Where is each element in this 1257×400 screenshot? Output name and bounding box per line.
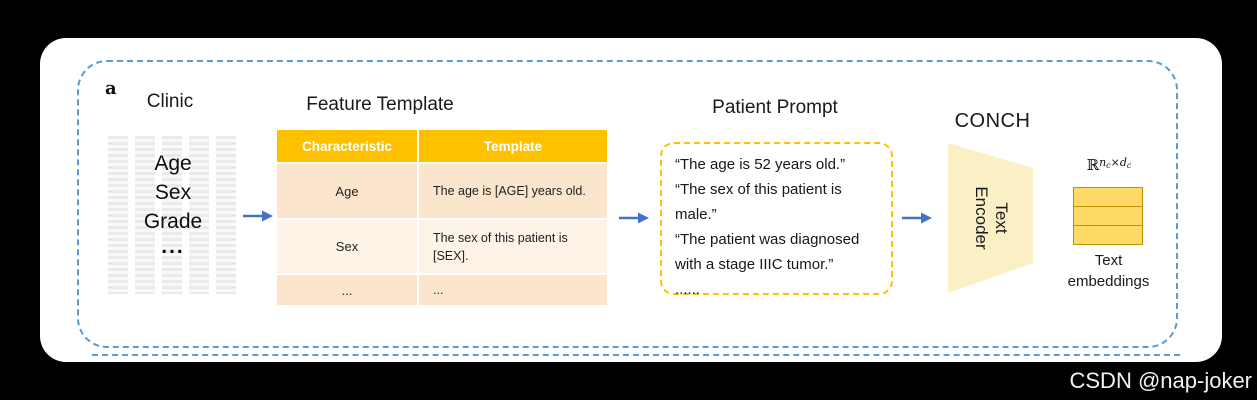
conch-title: CONCH [954, 110, 1031, 132]
table-header-row: Characteristic Template [277, 130, 607, 162]
text-embeddings-matrix [1073, 187, 1143, 245]
embedding-dimension-formula: ℝnc×dc [1086, 156, 1132, 174]
cell-characteristic: ... [277, 275, 417, 305]
cell-template: The age is [AGE] years old. [419, 164, 607, 218]
clinic-overlay-sex: Sex [154, 181, 192, 204]
cell-characteristic: Age [277, 164, 417, 218]
arrow-right-icon [243, 210, 273, 222]
feature-template-table: Characteristic Template Age The age is [… [277, 130, 607, 307]
table-row: Age The age is [AGE] years old. [277, 164, 607, 218]
panel-b-top-edge [92, 354, 1180, 356]
column-header-template: Template [419, 130, 607, 162]
cell-template: The sex of this patient is [SEX]. [419, 220, 607, 273]
matrix-row [1074, 225, 1142, 244]
matrix-row [1074, 188, 1142, 206]
text-encoder-label: Text Encoder [971, 186, 1011, 250]
csdn-watermark: CSDN @nap-joker [1069, 368, 1253, 393]
column-header-characteristic: Characteristic [277, 130, 417, 162]
text-encoder-trapezoid: Text Encoder [948, 143, 1033, 293]
panel-a-dashed-border [77, 60, 1178, 348]
matrix-row [1074, 206, 1142, 225]
feature-template-title: Feature Template [306, 94, 454, 115]
clinic-overlay-ellipsis: ... [161, 235, 185, 258]
patient-prompt-title: Patient Prompt [712, 97, 838, 118]
clinic-overlay-text: Age Sex Grade ... [108, 150, 238, 257]
clinic-overlay-age: Age [154, 152, 192, 175]
table-row: ... ... [277, 275, 607, 305]
prompt-line: “The age is 52 years old.” [675, 156, 846, 173]
prompt-line: ...... [675, 281, 701, 298]
clinic-overlay-grade: Grade [143, 210, 203, 233]
arrow-right-icon [619, 212, 649, 224]
prompt-line: “The sex of this patient is male.” [675, 181, 842, 223]
cell-template: ... [419, 275, 607, 305]
arrow-right-icon [902, 212, 932, 224]
text-embeddings-label: Text embeddings [1067, 252, 1150, 290]
table-row: Sex The sex of this patient is [SEX]. [277, 220, 607, 273]
patient-prompt-box: “The age is 52 years old.” “The sex of t… [660, 142, 893, 298]
panel-label: a [105, 78, 117, 99]
cell-characteristic: Sex [277, 220, 417, 273]
clinic-title: Clinic [146, 91, 194, 112]
prompt-line: “The patient was diagnosed with a stage … [675, 231, 860, 273]
clinic-table-image [108, 136, 238, 294]
